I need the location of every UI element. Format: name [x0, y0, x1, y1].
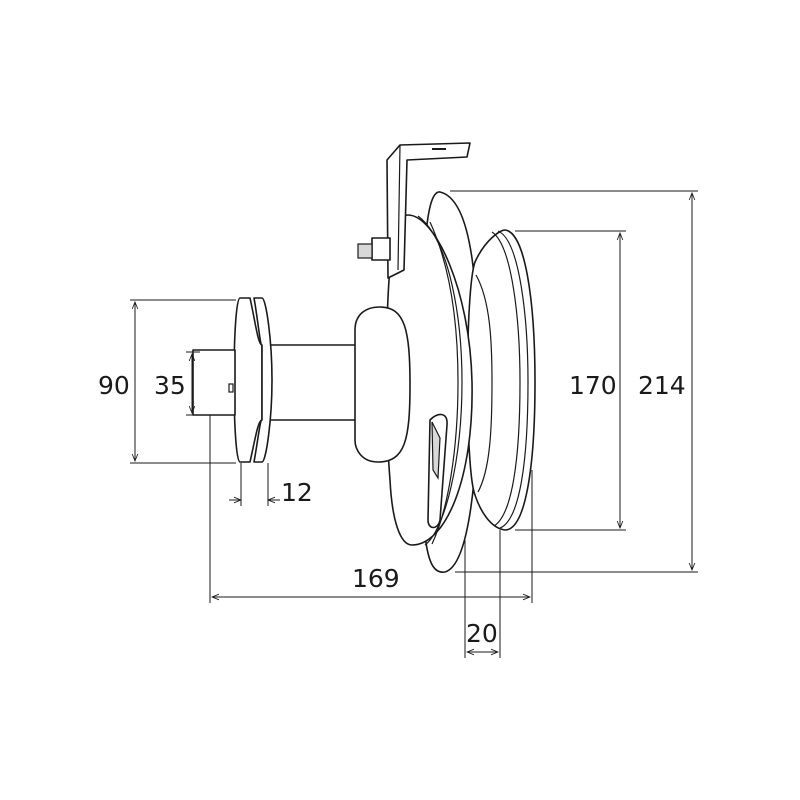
hub [354, 306, 411, 463]
dim-label-90: 90 [98, 371, 130, 400]
dim-label-214: 214 [638, 371, 686, 400]
dim-label-170: 170 [569, 371, 617, 400]
dim-label-35: 35 [154, 371, 186, 400]
front-disc [466, 229, 536, 531]
dim-label-20: 20 [466, 619, 498, 648]
bolt-thread [357, 243, 373, 259]
dim-label-12: 12 [281, 478, 313, 507]
bolt-nut [371, 237, 391, 261]
dim-label-169: 169 [352, 564, 400, 593]
shaft-end [192, 349, 236, 416]
latch-plate [431, 421, 441, 480]
drive-pulley [233, 297, 263, 463]
mounting-bracket [386, 142, 471, 279]
